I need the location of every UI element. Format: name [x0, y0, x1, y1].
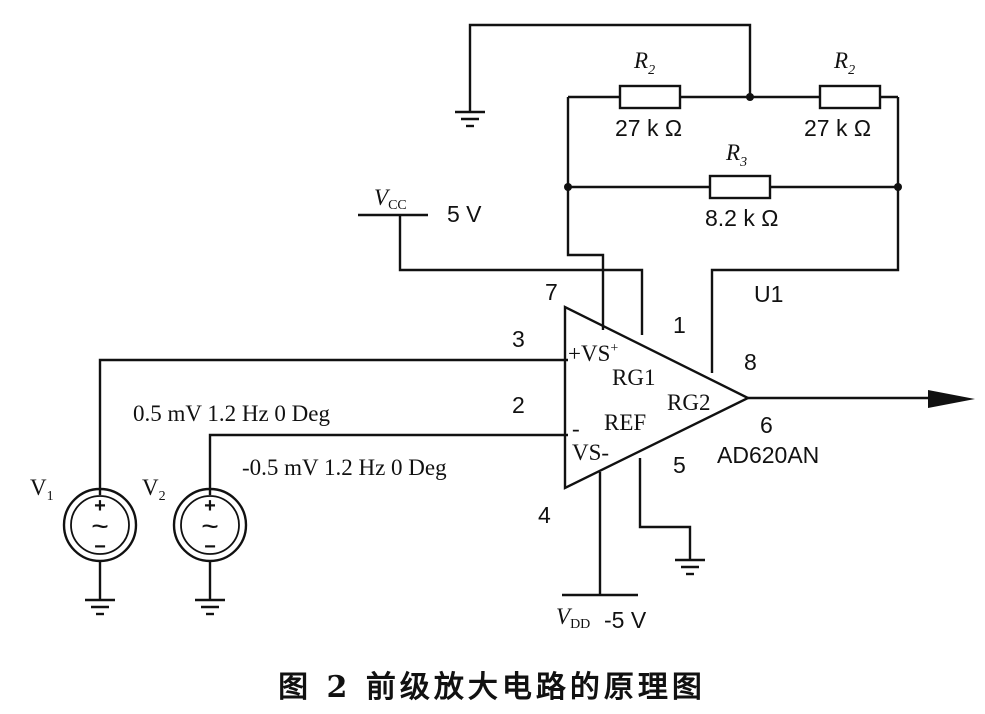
v2-plus-sign: +	[204, 495, 216, 517]
v2-label: V2	[142, 475, 166, 504]
pin-ref-label: REF	[604, 410, 646, 435]
v1-plus-sign: +	[94, 495, 106, 517]
pin-number-1: 1	[673, 312, 686, 338]
vdd-value: -5 V	[604, 607, 647, 633]
r2-right-label: R2	[833, 48, 855, 78]
pin-rg1-label: RG1	[612, 365, 655, 390]
pin-rg2-label: RG2	[667, 390, 710, 415]
pin-number-7: 7	[545, 279, 558, 305]
ground-icon-ref	[675, 558, 705, 576]
opamp-ref-label: U1	[754, 281, 783, 307]
v1-wave-icon: ~	[91, 510, 109, 543]
v2-spec: -0.5 mV 1.2 Hz 0 Deg	[242, 455, 447, 480]
v2-wave-icon: ~	[201, 510, 219, 543]
ac-source-v2: + ~ −	[172, 487, 248, 563]
pin-number-3: 3	[512, 326, 525, 352]
pin-vs-minus-label: VS-	[572, 440, 609, 465]
resistor-r2-right	[818, 84, 882, 110]
v1-label: V1	[30, 475, 54, 504]
ground-icon-top	[455, 110, 485, 128]
r2-left-label: R2	[633, 48, 655, 78]
r2-right-value: 27 k Ω	[804, 115, 871, 141]
v1-spec: 0.5 mV 1.2 Hz 0 Deg	[133, 401, 330, 426]
r2-left-value: 27 k Ω	[615, 115, 682, 141]
output-arrow-icon	[928, 390, 975, 408]
vcc-label: VCC	[374, 185, 407, 213]
opamp-triangle	[563, 305, 751, 490]
vdd-label: VDD	[556, 604, 590, 632]
ground-icon-v2	[195, 598, 225, 616]
v2-minus-sign: −	[204, 536, 216, 558]
pin-number-5: 5	[673, 452, 686, 478]
pin-number-8: 8	[744, 349, 757, 375]
pin-number-6: 6	[760, 412, 773, 438]
ground-icon-v1	[85, 598, 115, 616]
figure-caption: 图 2 前级放大电路的原理图	[278, 670, 706, 705]
v1-minus-sign: −	[94, 536, 106, 558]
resistor-r2-left	[618, 84, 682, 110]
pin-vs-plus-label: +VS+	[568, 341, 618, 366]
pin-minus-sign: -	[572, 416, 580, 441]
vcc-value: 5 V	[447, 201, 482, 227]
wires	[98, 23, 950, 600]
opamp-part-label: AD620AN	[717, 442, 819, 468]
junction-dots	[564, 93, 902, 191]
resistor-r3	[708, 174, 772, 200]
pin-number-2: 2	[512, 392, 525, 418]
ac-source-v1: + ~ −	[62, 487, 138, 563]
pin-number-4: 4	[538, 502, 551, 528]
r3-value: 8.2 k Ω	[705, 205, 778, 231]
r3-label: R3	[725, 140, 747, 170]
